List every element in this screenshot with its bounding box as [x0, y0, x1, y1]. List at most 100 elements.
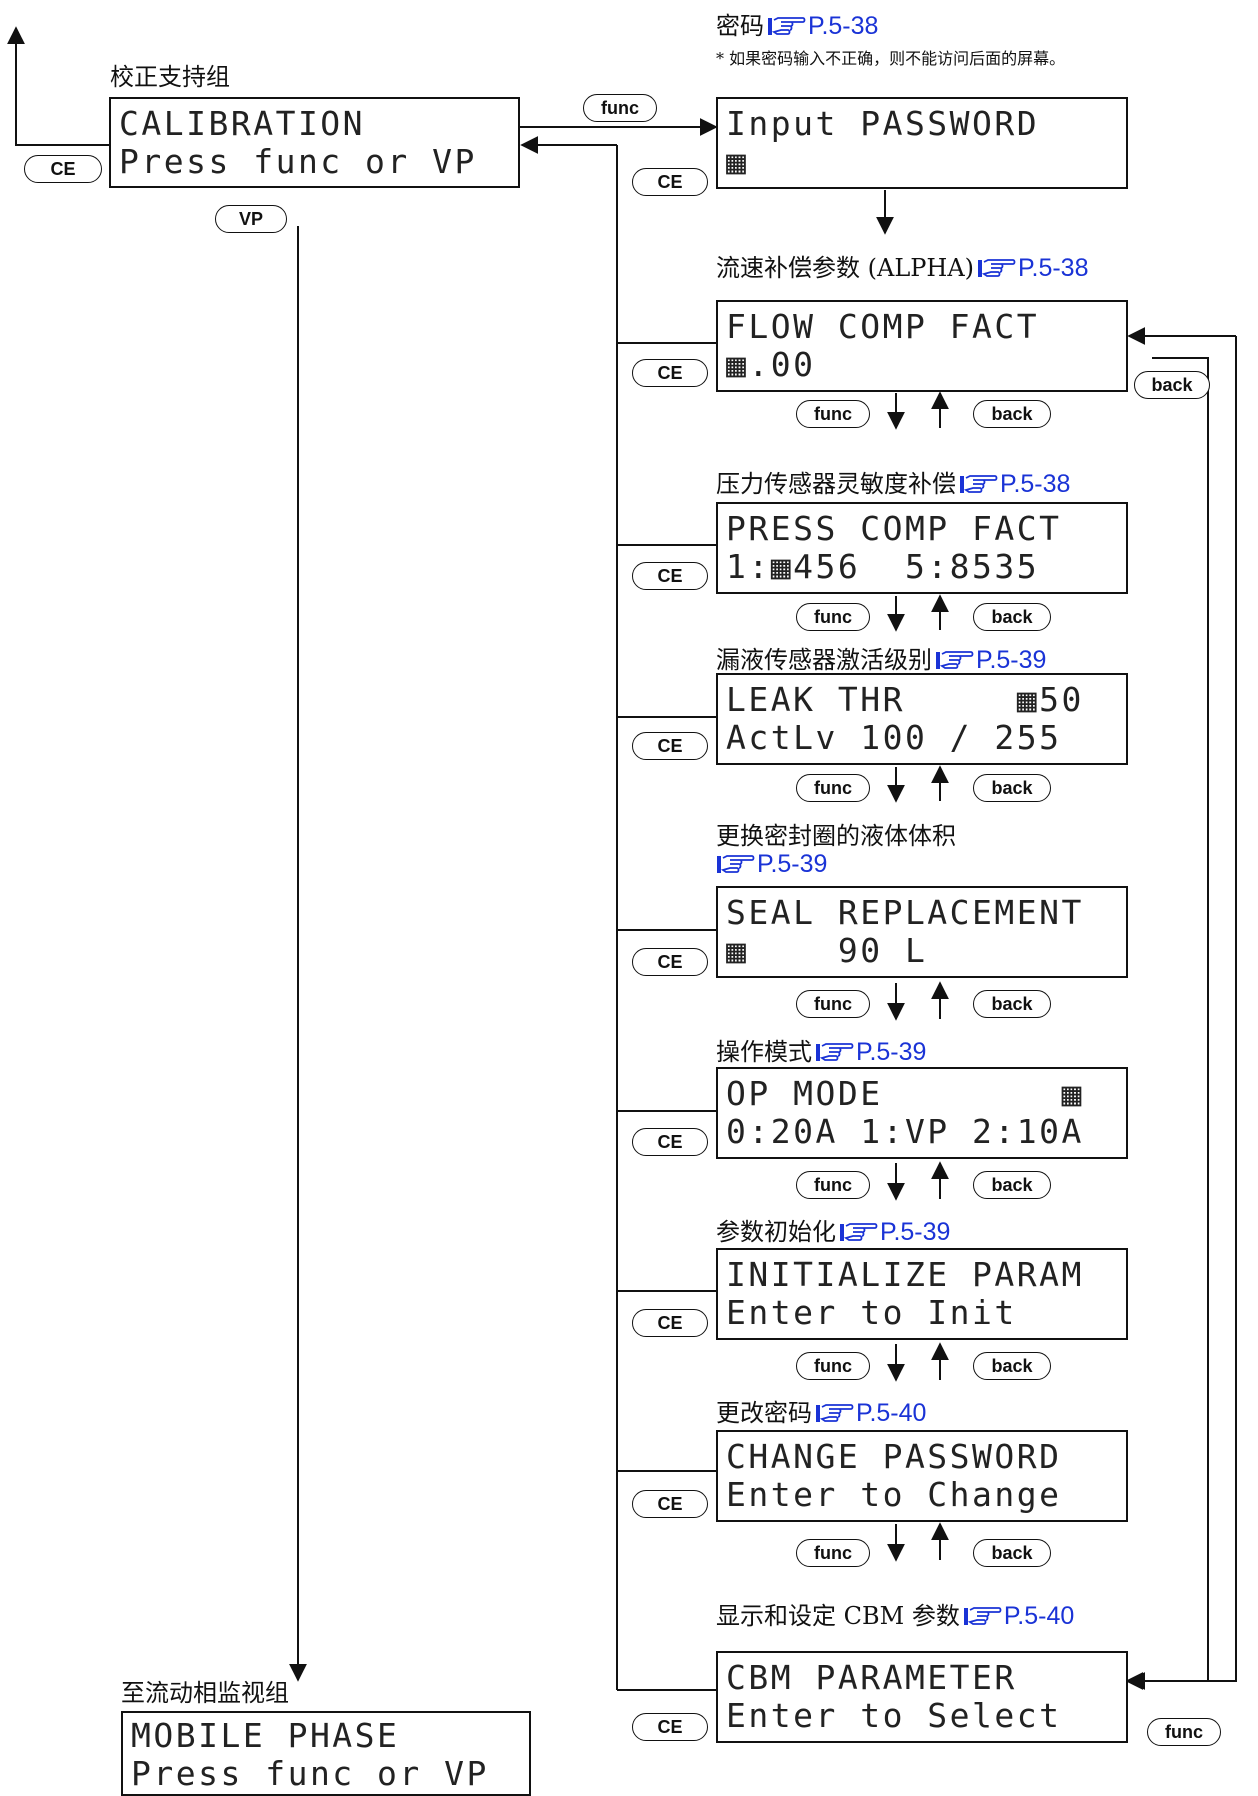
leak-label-text: 漏液传感器激活级别: [716, 646, 932, 674]
back-key[interactable]: back: [973, 990, 1051, 1018]
back-key[interactable]: back: [1134, 371, 1210, 399]
screen-line-2: Press func or VP: [119, 142, 477, 181]
screen-line-2: Enter to Change: [726, 1475, 1062, 1514]
init-label-text: 参数初始化: [716, 1218, 836, 1246]
screen-line-1: CHANGE PASSWORD: [726, 1437, 1062, 1476]
press-comp-label-text: 压力传感器灵敏度补偿: [716, 470, 956, 498]
pointing-hand-icon: [815, 1402, 855, 1430]
back-key[interactable]: back: [973, 1171, 1051, 1199]
leak-screen: LEAK THR ▦50 ActLv 100 / 255: [716, 673, 1128, 765]
pointing-hand-icon: [935, 649, 975, 677]
cbm-screen: CBM PARAMETER Enter to Select: [716, 1651, 1128, 1743]
leak-label: 漏液传感器激活级别 P.5-39: [716, 640, 1046, 677]
screen-line-2: Enter to Init: [726, 1293, 1017, 1332]
change-password-label-text: 更改密码: [716, 1399, 812, 1427]
back-key[interactable]: back: [973, 1352, 1051, 1380]
ce-key[interactable]: CE: [632, 948, 708, 976]
ce-key[interactable]: CE: [24, 155, 102, 183]
flow-comp-screen: FLOW COMP FACT ▦.00: [716, 300, 1128, 392]
page-reference-link[interactable]: P.5-40: [856, 1399, 927, 1427]
press-comp-label: 压力传感器灵敏度补偿 P.5-38: [716, 464, 1070, 501]
change-password-label: 更改密码 P.5-40: [716, 1393, 926, 1430]
screen-line-1: CALIBRATION: [119, 104, 366, 143]
screen-line-1: LEAK THR ▦50: [726, 680, 1084, 719]
page-reference-link[interactable]: P.5-38: [1000, 470, 1071, 498]
ce-key[interactable]: CE: [632, 1713, 708, 1741]
password-note: * 如果密码输入不正确，则不能访问后面的屏幕。: [716, 49, 1066, 68]
func-key[interactable]: func: [583, 94, 657, 122]
op-mode-label-text: 操作模式: [716, 1038, 812, 1066]
back-key[interactable]: back: [973, 603, 1051, 631]
func-key[interactable]: func: [796, 1539, 870, 1567]
screen-line-1: OP MODE ▦: [726, 1074, 1084, 1113]
screen-line-2: 1:▦456 5:8535: [726, 547, 1040, 586]
func-key[interactable]: func: [796, 603, 870, 631]
page-reference-link[interactable]: P.5-40: [1003, 1602, 1075, 1630]
vp-key[interactable]: VP: [215, 205, 287, 233]
ce-key[interactable]: CE: [632, 168, 708, 196]
ce-key[interactable]: CE: [632, 732, 708, 760]
flow-comp-label: 流速补偿参数 (ALPHA) P.5-38: [716, 248, 1088, 285]
calibration-group-label: 校正支持组: [110, 63, 230, 91]
screen-line-2: Press func or VP: [131, 1754, 489, 1793]
screen-line-1: CBM PARAMETER: [726, 1658, 1017, 1697]
back-key[interactable]: back: [973, 1539, 1051, 1567]
page-reference-link[interactable]: P.5-39: [880, 1218, 951, 1246]
screen-line-1: INITIALIZE PARAM: [726, 1255, 1084, 1294]
password-screen: Input PASSWORD ▦: [716, 97, 1128, 189]
screen-line-2: ActLv 100 / 255: [726, 718, 1062, 757]
press-comp-screen: PRESS COMP FACT 1:▦456 5:8535: [716, 502, 1128, 594]
pointing-hand-icon: [959, 473, 999, 501]
cbm-label-text: 显示和设定 CBM 参数: [716, 1602, 960, 1630]
init-label: 参数初始化 P.5-39: [716, 1212, 950, 1249]
ce-key[interactable]: CE: [632, 1128, 708, 1156]
pointing-hand-icon: [767, 15, 807, 43]
func-key[interactable]: func: [796, 990, 870, 1018]
page-reference-link[interactable]: P.5-39: [976, 646, 1047, 674]
screen-line-1: MOBILE PHASE: [131, 1716, 400, 1755]
pointing-hand-icon: [977, 257, 1017, 285]
flow-comp-label-text: 流速补偿参数 (ALPHA): [716, 254, 975, 282]
seal-ref-line: P.5-39: [713, 850, 827, 881]
cbm-label: 显示和设定 CBM 参数 P.5-40: [716, 1596, 1074, 1633]
page-reference-link[interactable]: P.5-38: [808, 12, 879, 40]
pointing-hand-icon: [839, 1221, 879, 1249]
screen-line-2: Enter to Select: [726, 1696, 1062, 1735]
screen-line-2: ▦ 90 L: [726, 931, 928, 970]
screen-line-1: SEAL REPLACEMENT: [726, 893, 1084, 932]
func-key[interactable]: func: [796, 774, 870, 802]
pointing-hand-icon: [963, 1605, 1003, 1633]
back-key[interactable]: back: [973, 400, 1051, 428]
back-key[interactable]: back: [973, 774, 1051, 802]
op-mode-screen: OP MODE ▦ 0:20A 1:VP 2:10A: [716, 1067, 1128, 1159]
screen-line-1: Input PASSWORD: [726, 104, 1040, 143]
screen-line-1: FLOW COMP FACT: [726, 307, 1040, 346]
seal-screen: SEAL REPLACEMENT ▦ 90 L: [716, 886, 1128, 978]
seal-label: 更换密封圈的液体体积: [716, 822, 956, 850]
op-mode-label: 操作模式 P.5-39: [716, 1032, 926, 1069]
pointing-hand-icon: [716, 853, 756, 881]
pointing-hand-icon: [815, 1041, 855, 1069]
password-label-text: 密码: [716, 12, 764, 40]
ce-key[interactable]: CE: [632, 562, 708, 590]
init-screen: INITIALIZE PARAM Enter to Init: [716, 1248, 1128, 1340]
func-key[interactable]: func: [796, 400, 870, 428]
mobile-phase-screen: MOBILE PHASE Press func or VP: [121, 1711, 531, 1796]
mobile-group-label: 至流动相监视组: [121, 1679, 289, 1707]
page-reference-link[interactable]: P.5-39: [856, 1038, 927, 1066]
func-key[interactable]: func: [796, 1352, 870, 1380]
ce-key[interactable]: CE: [632, 1309, 708, 1337]
screen-line-2: ▦: [726, 142, 749, 181]
ce-key[interactable]: CE: [632, 1490, 708, 1518]
screen-line-2: 0:20A 1:VP 2:10A: [726, 1112, 1084, 1151]
screen-line-1: PRESS COMP FACT: [726, 509, 1062, 548]
page-reference-link[interactable]: P.5-39: [757, 850, 828, 878]
func-key[interactable]: func: [1147, 1718, 1221, 1746]
page-reference-link[interactable]: P.5-38: [1018, 254, 1089, 282]
ce-key[interactable]: CE: [632, 359, 708, 387]
change-password-screen: CHANGE PASSWORD Enter to Change: [716, 1430, 1128, 1522]
func-key[interactable]: func: [796, 1171, 870, 1199]
password-label: 密码 P.5-38: [716, 6, 878, 43]
calibration-screen: CALIBRATION Press func or VP: [109, 97, 520, 188]
